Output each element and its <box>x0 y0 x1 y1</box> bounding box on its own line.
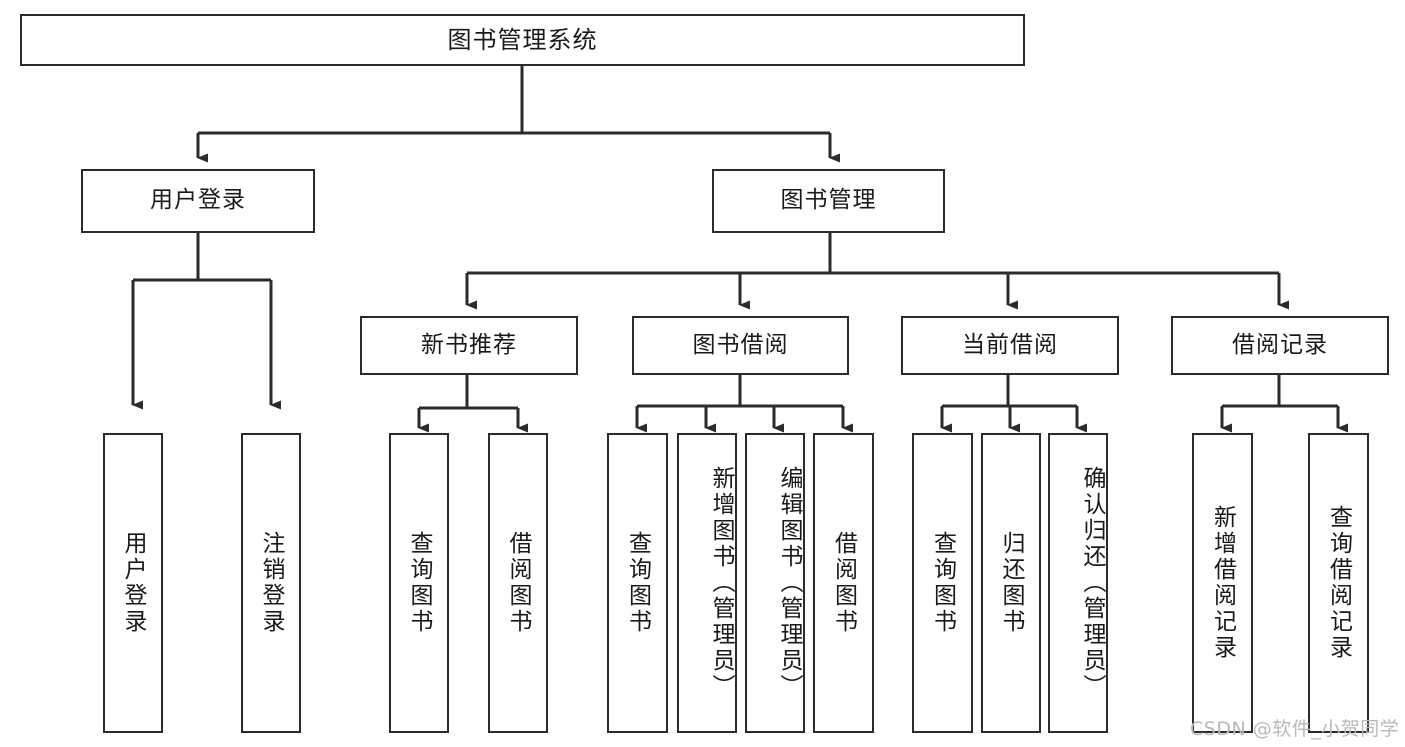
node-user-login-label: 用户登录 <box>150 187 246 214</box>
node-leaf-user-logout-label: 注销登录 <box>258 531 285 635</box>
node-root-label: 图书管理系统 <box>447 25 598 54</box>
node-leaf-query-book-3-label: 查询图书 <box>929 531 956 635</box>
node-book-borrow[interactable]: 图书借阅 <box>632 316 849 375</box>
node-book-borrow-label: 图书借阅 <box>692 331 789 358</box>
node-leaf-add-record-label: 新增借阅记录 <box>1209 505 1236 661</box>
node-leaf-return-book[interactable]: 归还图书 <box>981 433 1041 733</box>
node-book-management-label: 图书管理 <box>780 187 877 214</box>
node-root[interactable]: 图书管理系统 <box>20 14 1025 66</box>
node-leaf-return-book-label: 归还图书 <box>998 531 1025 635</box>
node-leaf-add-book-label: 新增图书（管理员） <box>708 466 734 700</box>
node-new-book-recommend-label: 新书推荐 <box>421 331 517 358</box>
node-book-management[interactable]: 图书管理 <box>712 169 945 233</box>
node-leaf-edit-book[interactable]: 编辑图书（管理员） <box>745 433 805 733</box>
node-user-login[interactable]: 用户登录 <box>81 169 315 233</box>
csdn-watermark: CSDN @软件_小贺同学 <box>1190 718 1400 740</box>
node-leaf-query-book-2[interactable]: 查询图书 <box>607 433 668 733</box>
node-borrow-record[interactable]: 借阅记录 <box>1171 316 1389 375</box>
node-leaf-edit-book-label: 编辑图书（管理员） <box>776 466 802 700</box>
node-new-book-recommend[interactable]: 新书推荐 <box>360 316 578 375</box>
node-leaf-query-record-label: 查询借阅记录 <box>1325 505 1352 661</box>
node-leaf-confirm-return-label: 确认归还（管理员） <box>1079 466 1105 700</box>
node-current-borrow-label: 当前借阅 <box>962 331 1058 358</box>
node-leaf-user-login-label: 用户登录 <box>120 531 147 635</box>
node-leaf-borrow-book-1[interactable]: 借阅图书 <box>488 433 548 733</box>
node-leaf-query-book-3[interactable]: 查询图书 <box>912 433 973 733</box>
node-leaf-query-record[interactable]: 查询借阅记录 <box>1308 433 1369 733</box>
node-leaf-query-book-1[interactable]: 查询图书 <box>389 433 449 733</box>
node-leaf-borrow-book-2[interactable]: 借阅图书 <box>813 433 874 733</box>
node-current-borrow[interactable]: 当前借阅 <box>901 316 1119 375</box>
node-leaf-borrow-book-1-label: 借阅图书 <box>505 531 532 635</box>
node-borrow-record-label: 借阅记录 <box>1232 331 1328 358</box>
node-leaf-add-book[interactable]: 新增图书（管理员） <box>677 433 737 733</box>
node-leaf-confirm-return[interactable]: 确认归还（管理员） <box>1048 433 1108 733</box>
node-leaf-add-record[interactable]: 新增借阅记录 <box>1192 433 1253 733</box>
node-leaf-query-book-2-label: 查询图书 <box>624 531 651 635</box>
node-leaf-user-logout[interactable]: 注销登录 <box>241 433 301 733</box>
node-leaf-query-book-1-label: 查询图书 <box>406 531 433 635</box>
node-leaf-user-login[interactable]: 用户登录 <box>103 433 163 733</box>
node-leaf-borrow-book-2-label: 借阅图书 <box>830 531 857 635</box>
